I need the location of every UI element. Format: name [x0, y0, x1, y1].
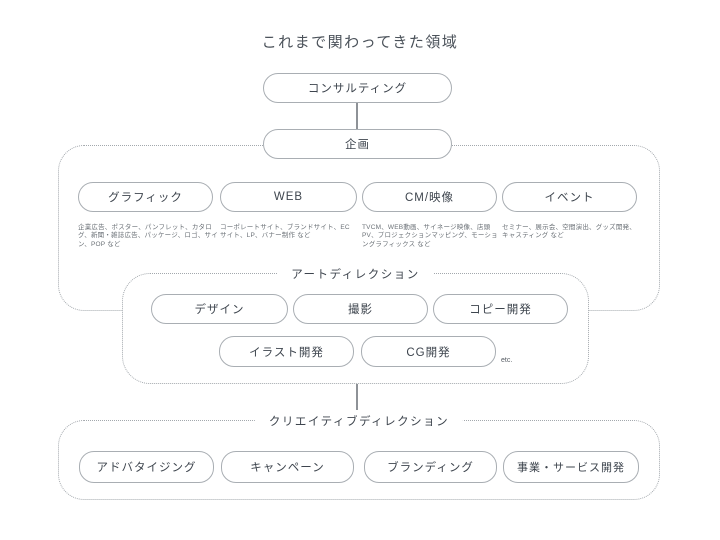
art-direction-label: アートディレクション [277, 266, 434, 282]
creative-direction-label: クリエイティブディレクション [254, 413, 464, 429]
node-planning: 企画 [263, 129, 452, 159]
node-illustration-development: イラスト開発 [219, 336, 354, 367]
node-advertising: アドバタイジング [79, 451, 214, 483]
node-cg-development: CG開発 [361, 336, 496, 367]
node-copy-development: コピー開発 [433, 294, 568, 324]
node-consulting: コンサルティング [263, 73, 452, 103]
node-web: WEB [220, 182, 357, 212]
creative-direction-group: クリエイティブディレクション アドバタイジング キャンペーン ブランディング 事… [58, 413, 660, 500]
description-cm-video: TVCM、WEB動画、サイネージ映像、店頭PV、プロジェクションマッピング、モー… [362, 224, 498, 248]
description-event: セミナー、展示会、空間演出、グッズ開発、キャスティング など [502, 224, 636, 240]
node-campaign: キャンペーン [221, 451, 354, 483]
description-graphic: 企業広告、ポスター、パンフレット、カタログ、新聞・雑誌広告、パッケージ、ロゴ、サ… [78, 224, 218, 248]
art-direction-group: アートディレクション デザイン 撮影 コピー開発 イラスト開発 CG開発 etc… [122, 266, 589, 384]
node-graphic: グラフィック [78, 182, 213, 212]
description-web: コーポレートサイト、ブランドサイト、EC サイト、LP、バナー制作 など [220, 224, 350, 240]
page-title: これまで関わってきた領域 [261, 35, 459, 51]
node-branding: ブランディング [364, 451, 497, 483]
node-business-service-development: 事業・サービス開発 [503, 451, 639, 483]
node-photography: 撮影 [293, 294, 428, 324]
connector-art-creative [356, 384, 358, 410]
node-design: デザイン [151, 294, 288, 324]
node-event: イベント [502, 182, 637, 212]
node-cm-video: CM/映像 [362, 182, 497, 212]
etc-label: etc. [501, 357, 513, 364]
connector-consulting-planning [356, 103, 358, 129]
